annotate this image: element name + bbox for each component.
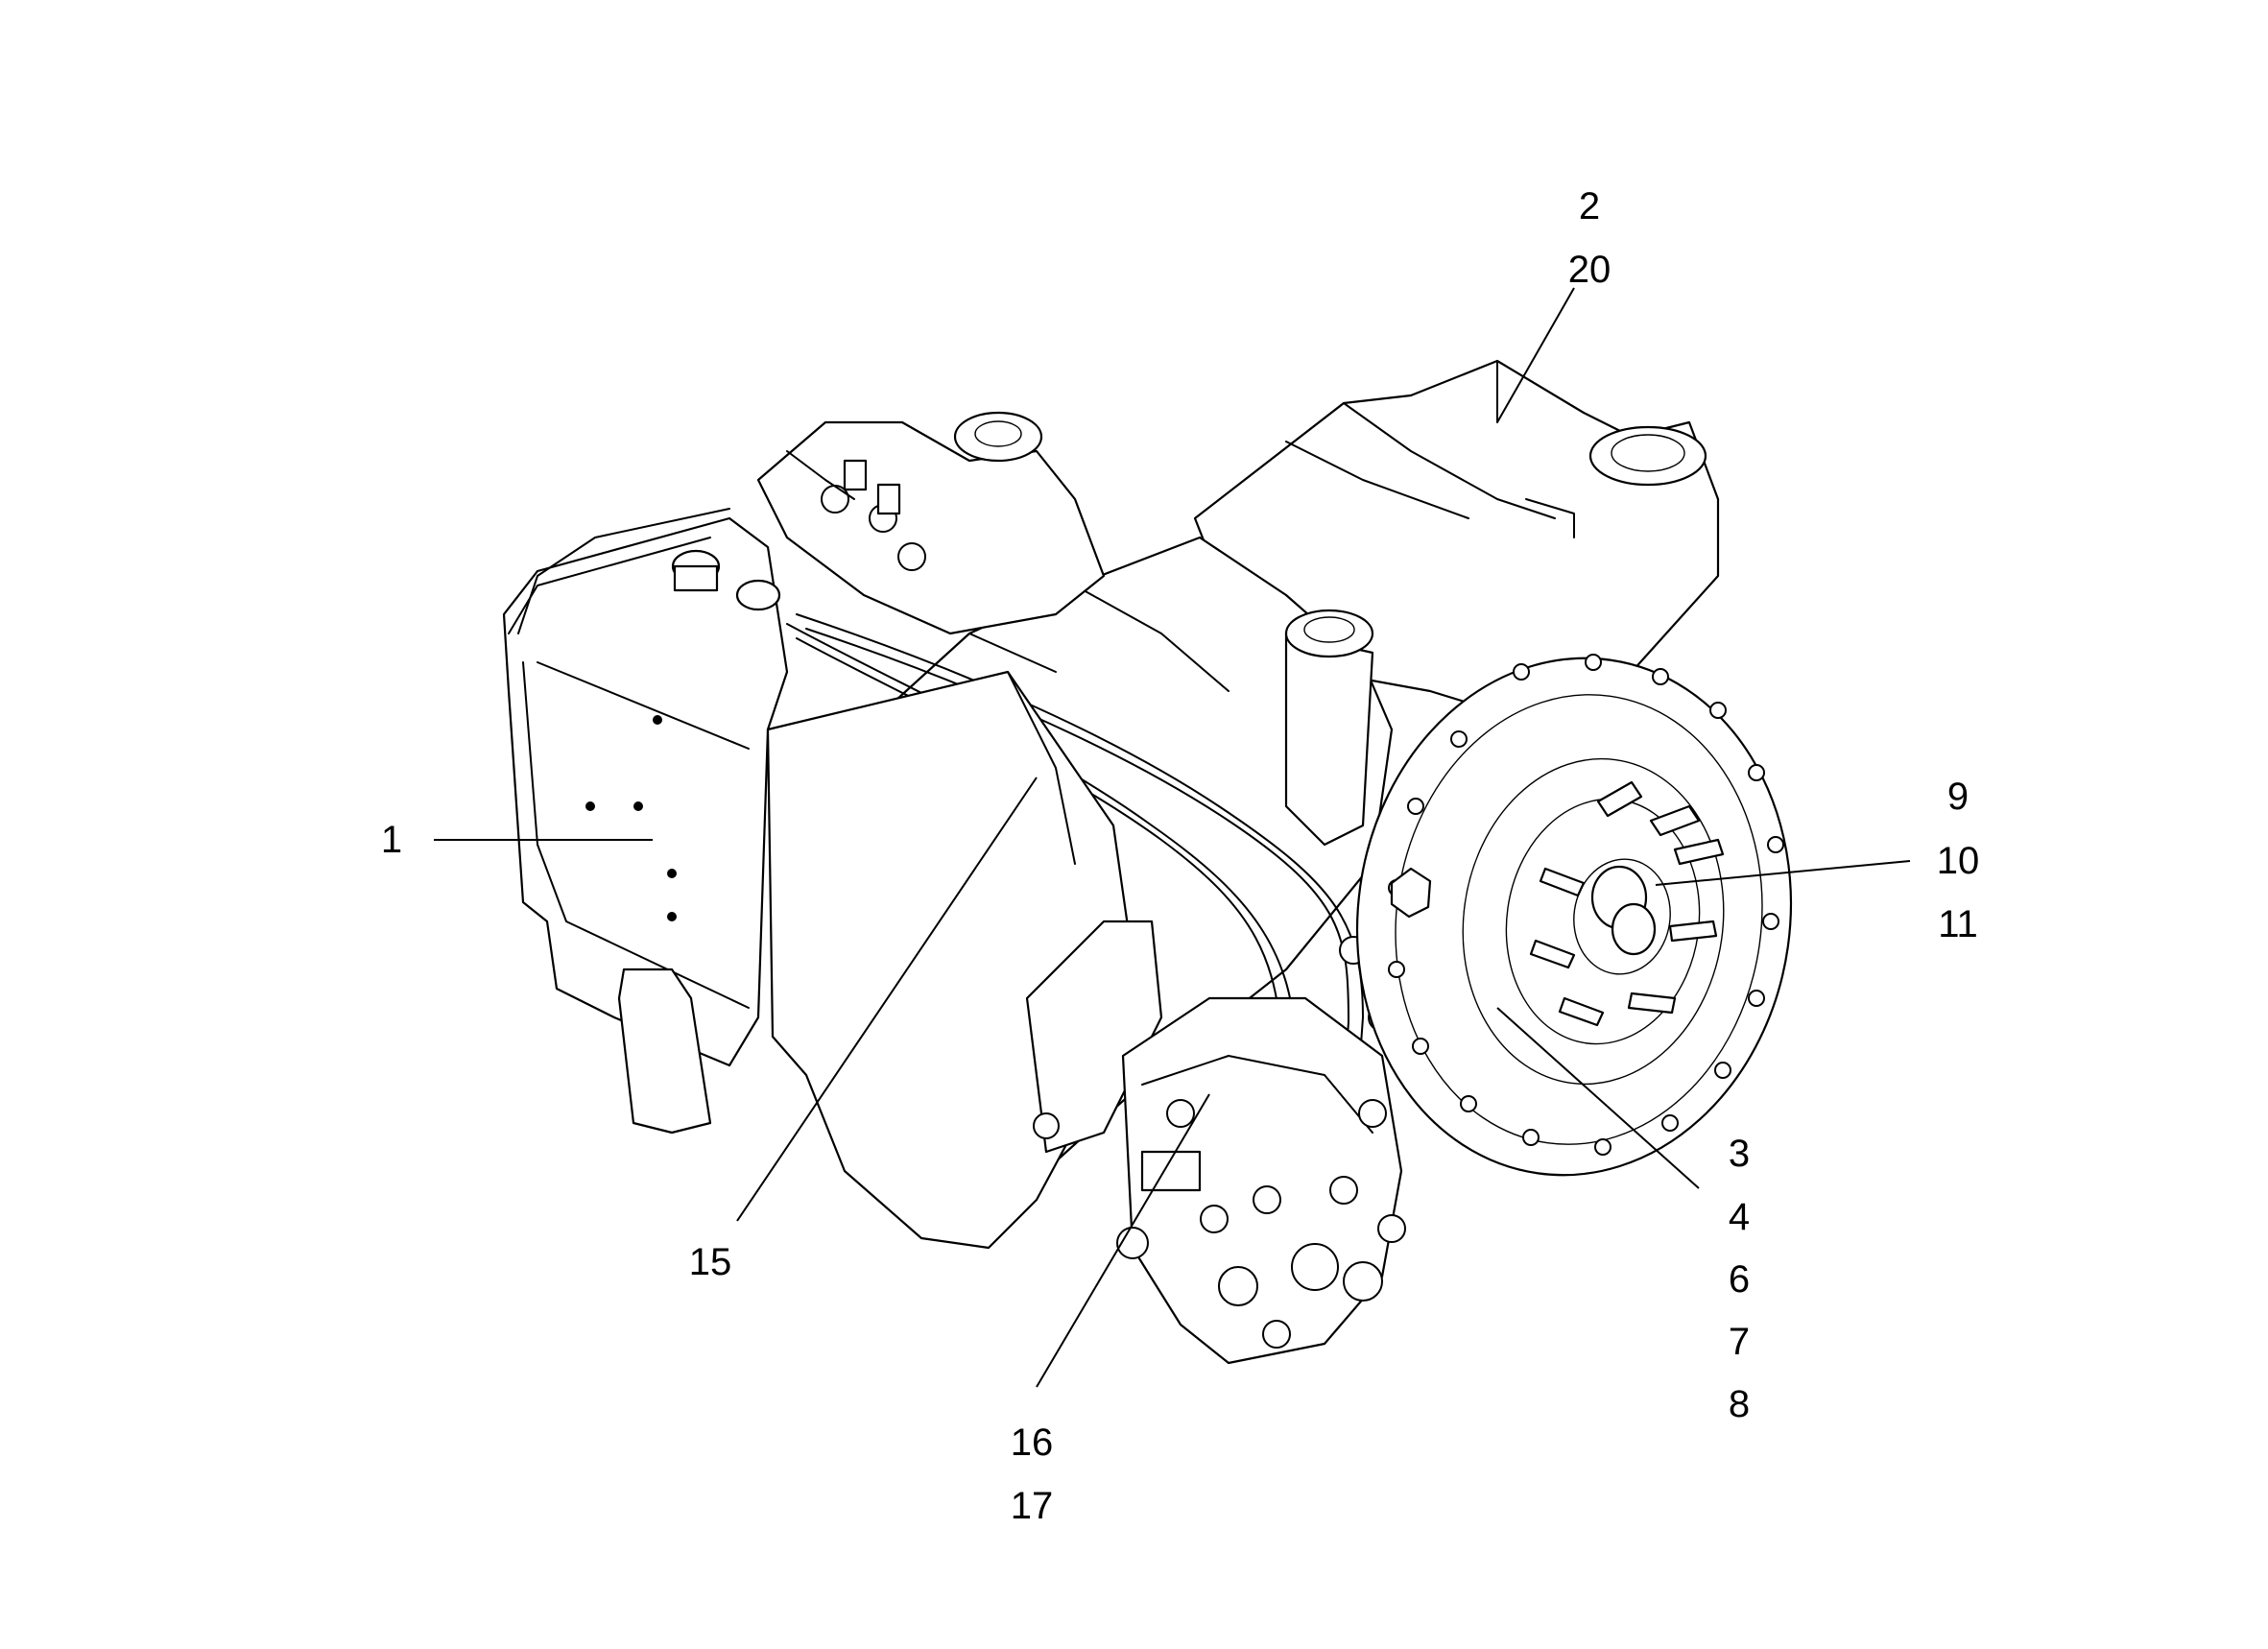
callout-20: 20 (1567, 249, 1611, 291)
callout-7: 7 (1728, 1321, 1751, 1363)
leader-15 (736, 777, 1038, 1222)
leader-lines (434, 287, 1911, 1388)
flange-holes (1388, 654, 1784, 1156)
output-flange (1355, 654, 1793, 1177)
leader-9 (1655, 860, 1911, 886)
leader-16 (1036, 1093, 1210, 1388)
callout-10: 10 (1936, 840, 1980, 882)
callout-17: 17 (1010, 1485, 1054, 1527)
callout-3: 3 (1728, 1133, 1751, 1175)
callout-4: 4 (1728, 1196, 1751, 1238)
leader-2 (1496, 287, 1575, 423)
callout-15: 15 (688, 1241, 732, 1283)
control-valve-block (1116, 936, 1406, 1365)
callout-9: 9 (1946, 776, 1970, 818)
callout-11: 11 (1938, 903, 1978, 945)
leader-3 (1496, 1007, 1700, 1189)
callout-8: 8 (1728, 1383, 1751, 1425)
callout-1: 1 (380, 819, 403, 861)
wheel-studs (1529, 780, 1725, 1027)
callout-2: 2 (1578, 185, 1601, 227)
lower-body (766, 670, 1163, 1250)
callout-6: 6 (1728, 1258, 1751, 1301)
top-manifold (756, 411, 1106, 635)
callout-16: 16 (1010, 1422, 1054, 1464)
